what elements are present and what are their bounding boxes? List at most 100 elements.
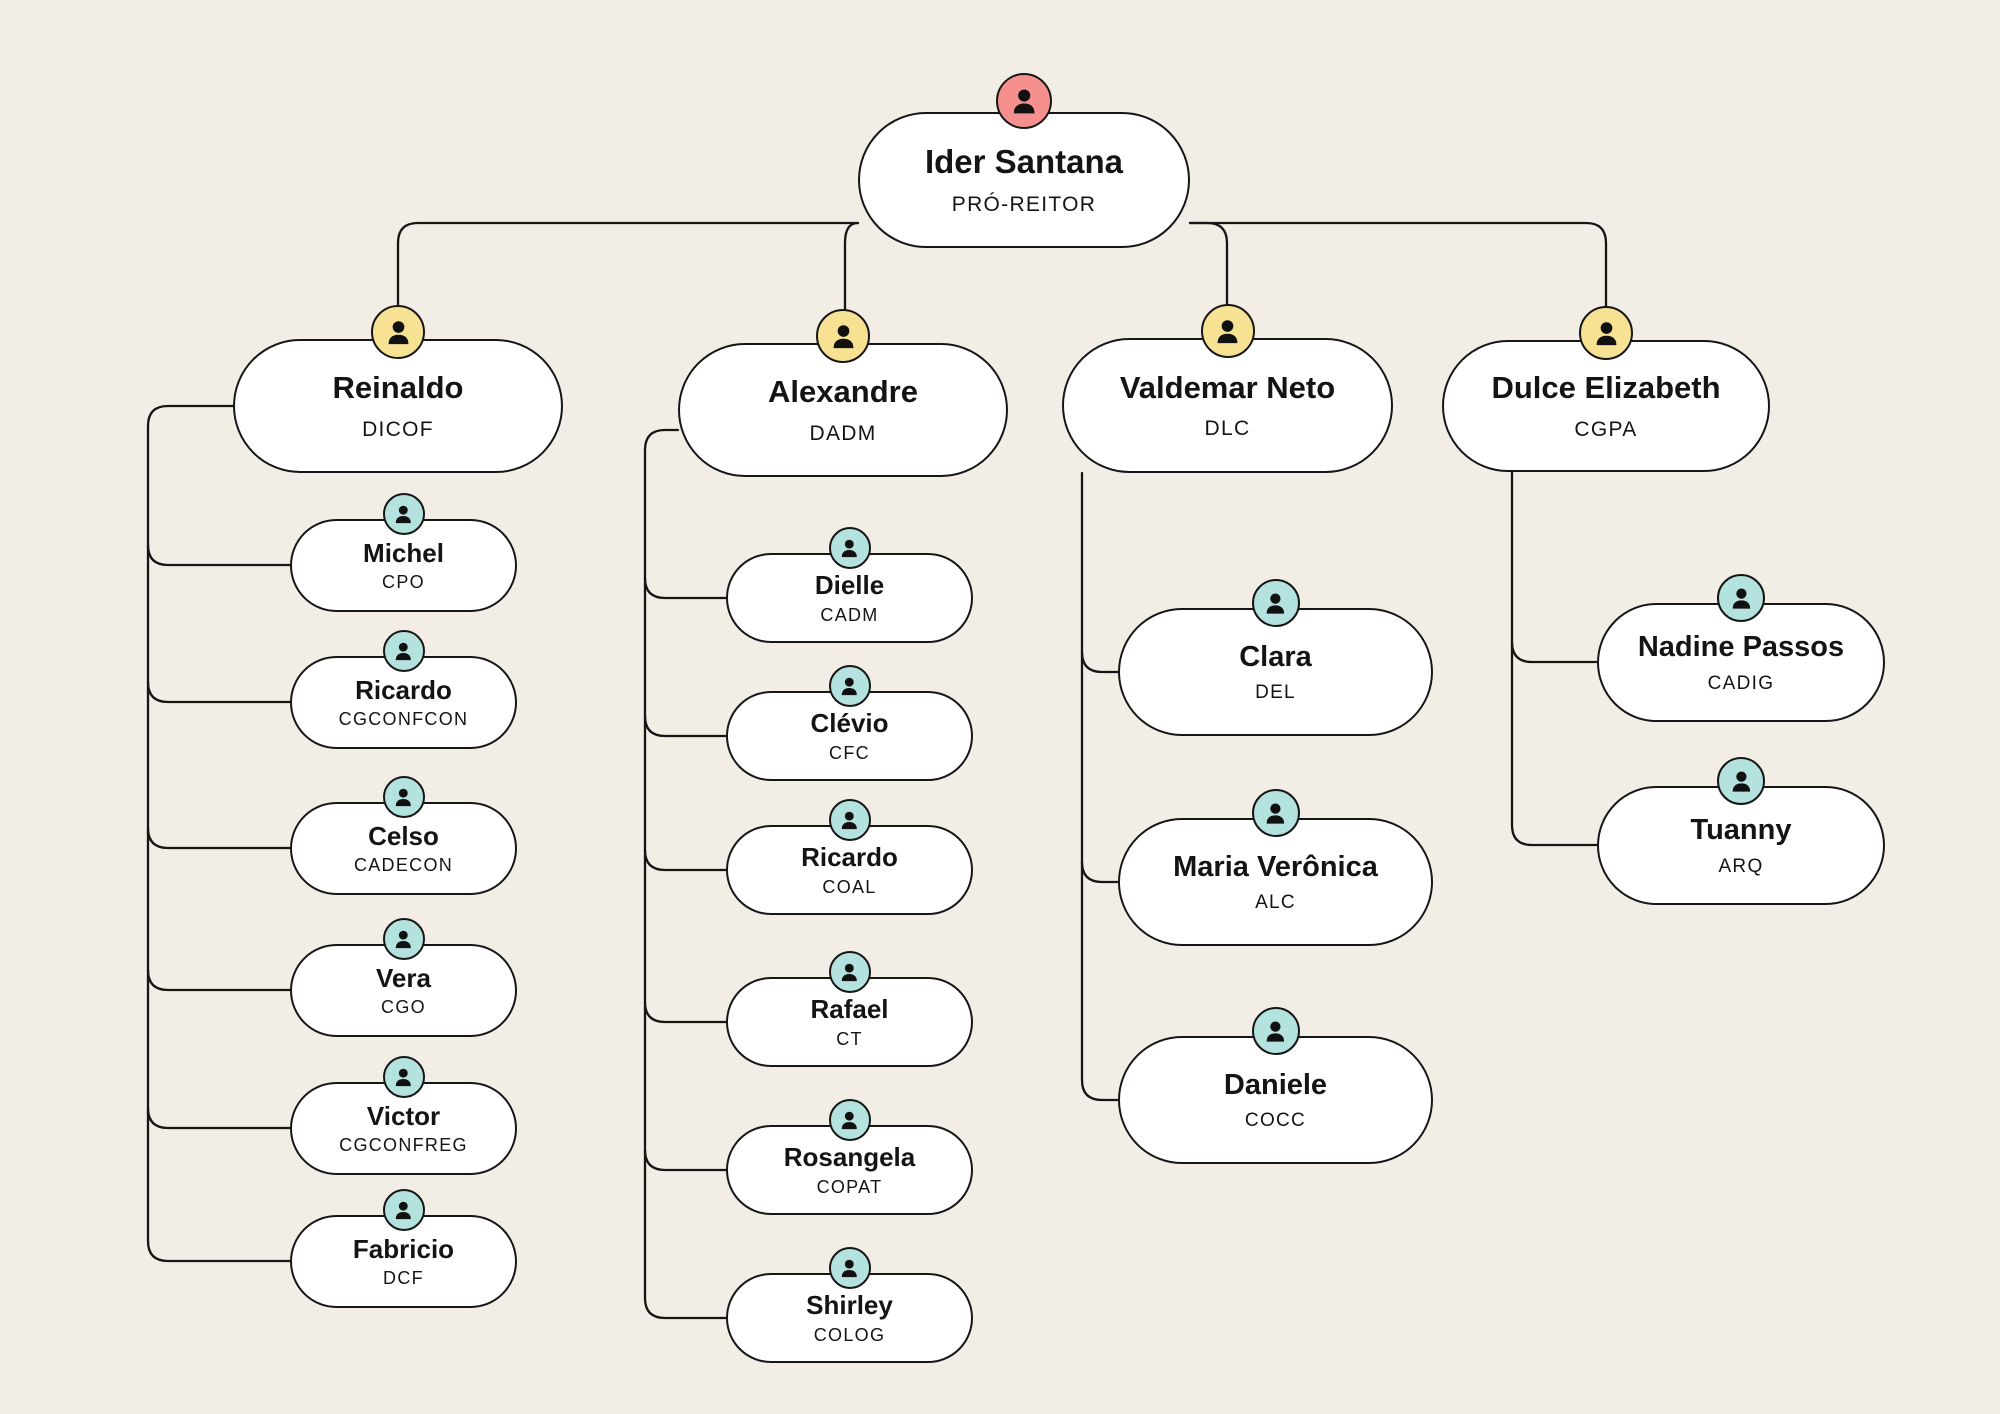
avatar-icon — [382, 918, 425, 960]
person-role: DEL — [1255, 682, 1296, 704]
person-role: COAL — [822, 876, 877, 897]
avatar-icon — [816, 309, 870, 363]
avatar-icon — [1200, 304, 1255, 358]
avatar-icon — [828, 1099, 871, 1141]
person-role: DCF — [383, 1268, 424, 1289]
person-name: Ider Santana — [924, 142, 1124, 180]
person-icon — [1013, 89, 1035, 114]
person-role: COPAT — [816, 1176, 883, 1197]
person-icon — [1266, 593, 1285, 614]
person-role: CGO — [381, 997, 426, 1018]
person-name: Rosangela — [783, 1142, 916, 1173]
avatar-icon — [1717, 574, 1765, 622]
person-role: CADM — [820, 604, 879, 625]
avatar-icon — [1717, 757, 1765, 805]
connector-path — [1188, 221, 1229, 306]
person-role: COLOG — [813, 1324, 886, 1345]
person-icon — [396, 505, 411, 523]
avatar-icon — [382, 776, 425, 818]
person-icon — [396, 642, 411, 660]
person-role: CGPA — [1574, 417, 1638, 441]
person-name: Dielle — [814, 570, 885, 601]
person-role: CGCONFCON — [338, 709, 469, 730]
avatar-icon — [1251, 789, 1300, 837]
person-role: ARQ — [1718, 855, 1764, 877]
person-name: Fabricio — [352, 1233, 455, 1264]
person-icon — [396, 1068, 411, 1086]
person-role: COCC — [1244, 1110, 1307, 1132]
person-name: Rafael — [810, 994, 889, 1025]
person-role: CADIG — [1707, 672, 1775, 694]
connector-path — [146, 404, 292, 1263]
person-icon — [842, 1111, 857, 1129]
person-icon — [396, 930, 411, 948]
person-name: Clévio — [810, 708, 889, 739]
person-icon — [1732, 588, 1750, 609]
avatar-icon — [382, 493, 425, 535]
avatar-icon — [828, 1247, 871, 1289]
avatar-icon — [1579, 306, 1633, 360]
connector-path — [643, 428, 728, 1320]
avatar-icon — [996, 73, 1052, 129]
person-icon — [1266, 803, 1285, 824]
person-icon — [1732, 771, 1750, 792]
person-icon — [842, 539, 857, 557]
connector-path — [643, 714, 728, 738]
person-name: Reinaldo — [332, 370, 464, 406]
connector-path — [146, 968, 292, 992]
person-name: Dulce Elizabeth — [1491, 370, 1721, 406]
connector-path — [1080, 650, 1120, 674]
avatar-icon — [828, 665, 871, 707]
avatar-icon — [382, 630, 425, 672]
person-name: Daniele — [1223, 1068, 1328, 1101]
avatar-icon — [828, 951, 871, 993]
person-name: Ricardo — [801, 842, 898, 873]
person-name: Victor — [366, 1100, 441, 1131]
avatar-icon — [371, 305, 425, 359]
connector-path — [843, 221, 860, 311]
connector-path — [643, 576, 728, 600]
person-name: Shirley — [806, 1290, 893, 1321]
person-icon — [842, 677, 857, 695]
avatar-icon — [828, 799, 871, 841]
connector-path — [146, 543, 292, 567]
connector-path — [146, 1106, 292, 1130]
connector-path — [1510, 640, 1599, 664]
person-name: Nadine Passos — [1637, 631, 1845, 664]
person-icon — [842, 1259, 857, 1277]
person-name: Alexandre — [768, 374, 918, 410]
person-role: CPO — [382, 572, 425, 593]
person-role: CGCONFREG — [339, 1135, 468, 1156]
person-icon — [396, 1201, 411, 1219]
person-role: CFC — [829, 742, 870, 763]
person-name: Ricardo — [355, 674, 452, 705]
connector-path — [643, 1148, 728, 1172]
connector-path — [146, 680, 292, 704]
connector-path — [1080, 471, 1120, 1102]
person-name: Valdemar Neto — [1119, 369, 1336, 405]
person-role: DICOF — [362, 417, 434, 441]
person-role: DADM — [809, 421, 877, 445]
connector-path — [643, 848, 728, 872]
person-role: PRÓ-REITOR — [951, 193, 1097, 217]
person-role: DLC — [1204, 417, 1251, 441]
avatar-icon — [828, 527, 871, 569]
avatar-icon — [382, 1056, 425, 1098]
connector-path — [146, 826, 292, 850]
person-name: Vera — [376, 962, 431, 993]
person-icon — [396, 788, 411, 806]
person-icon — [842, 963, 857, 981]
person-name: Clara — [1239, 640, 1312, 673]
